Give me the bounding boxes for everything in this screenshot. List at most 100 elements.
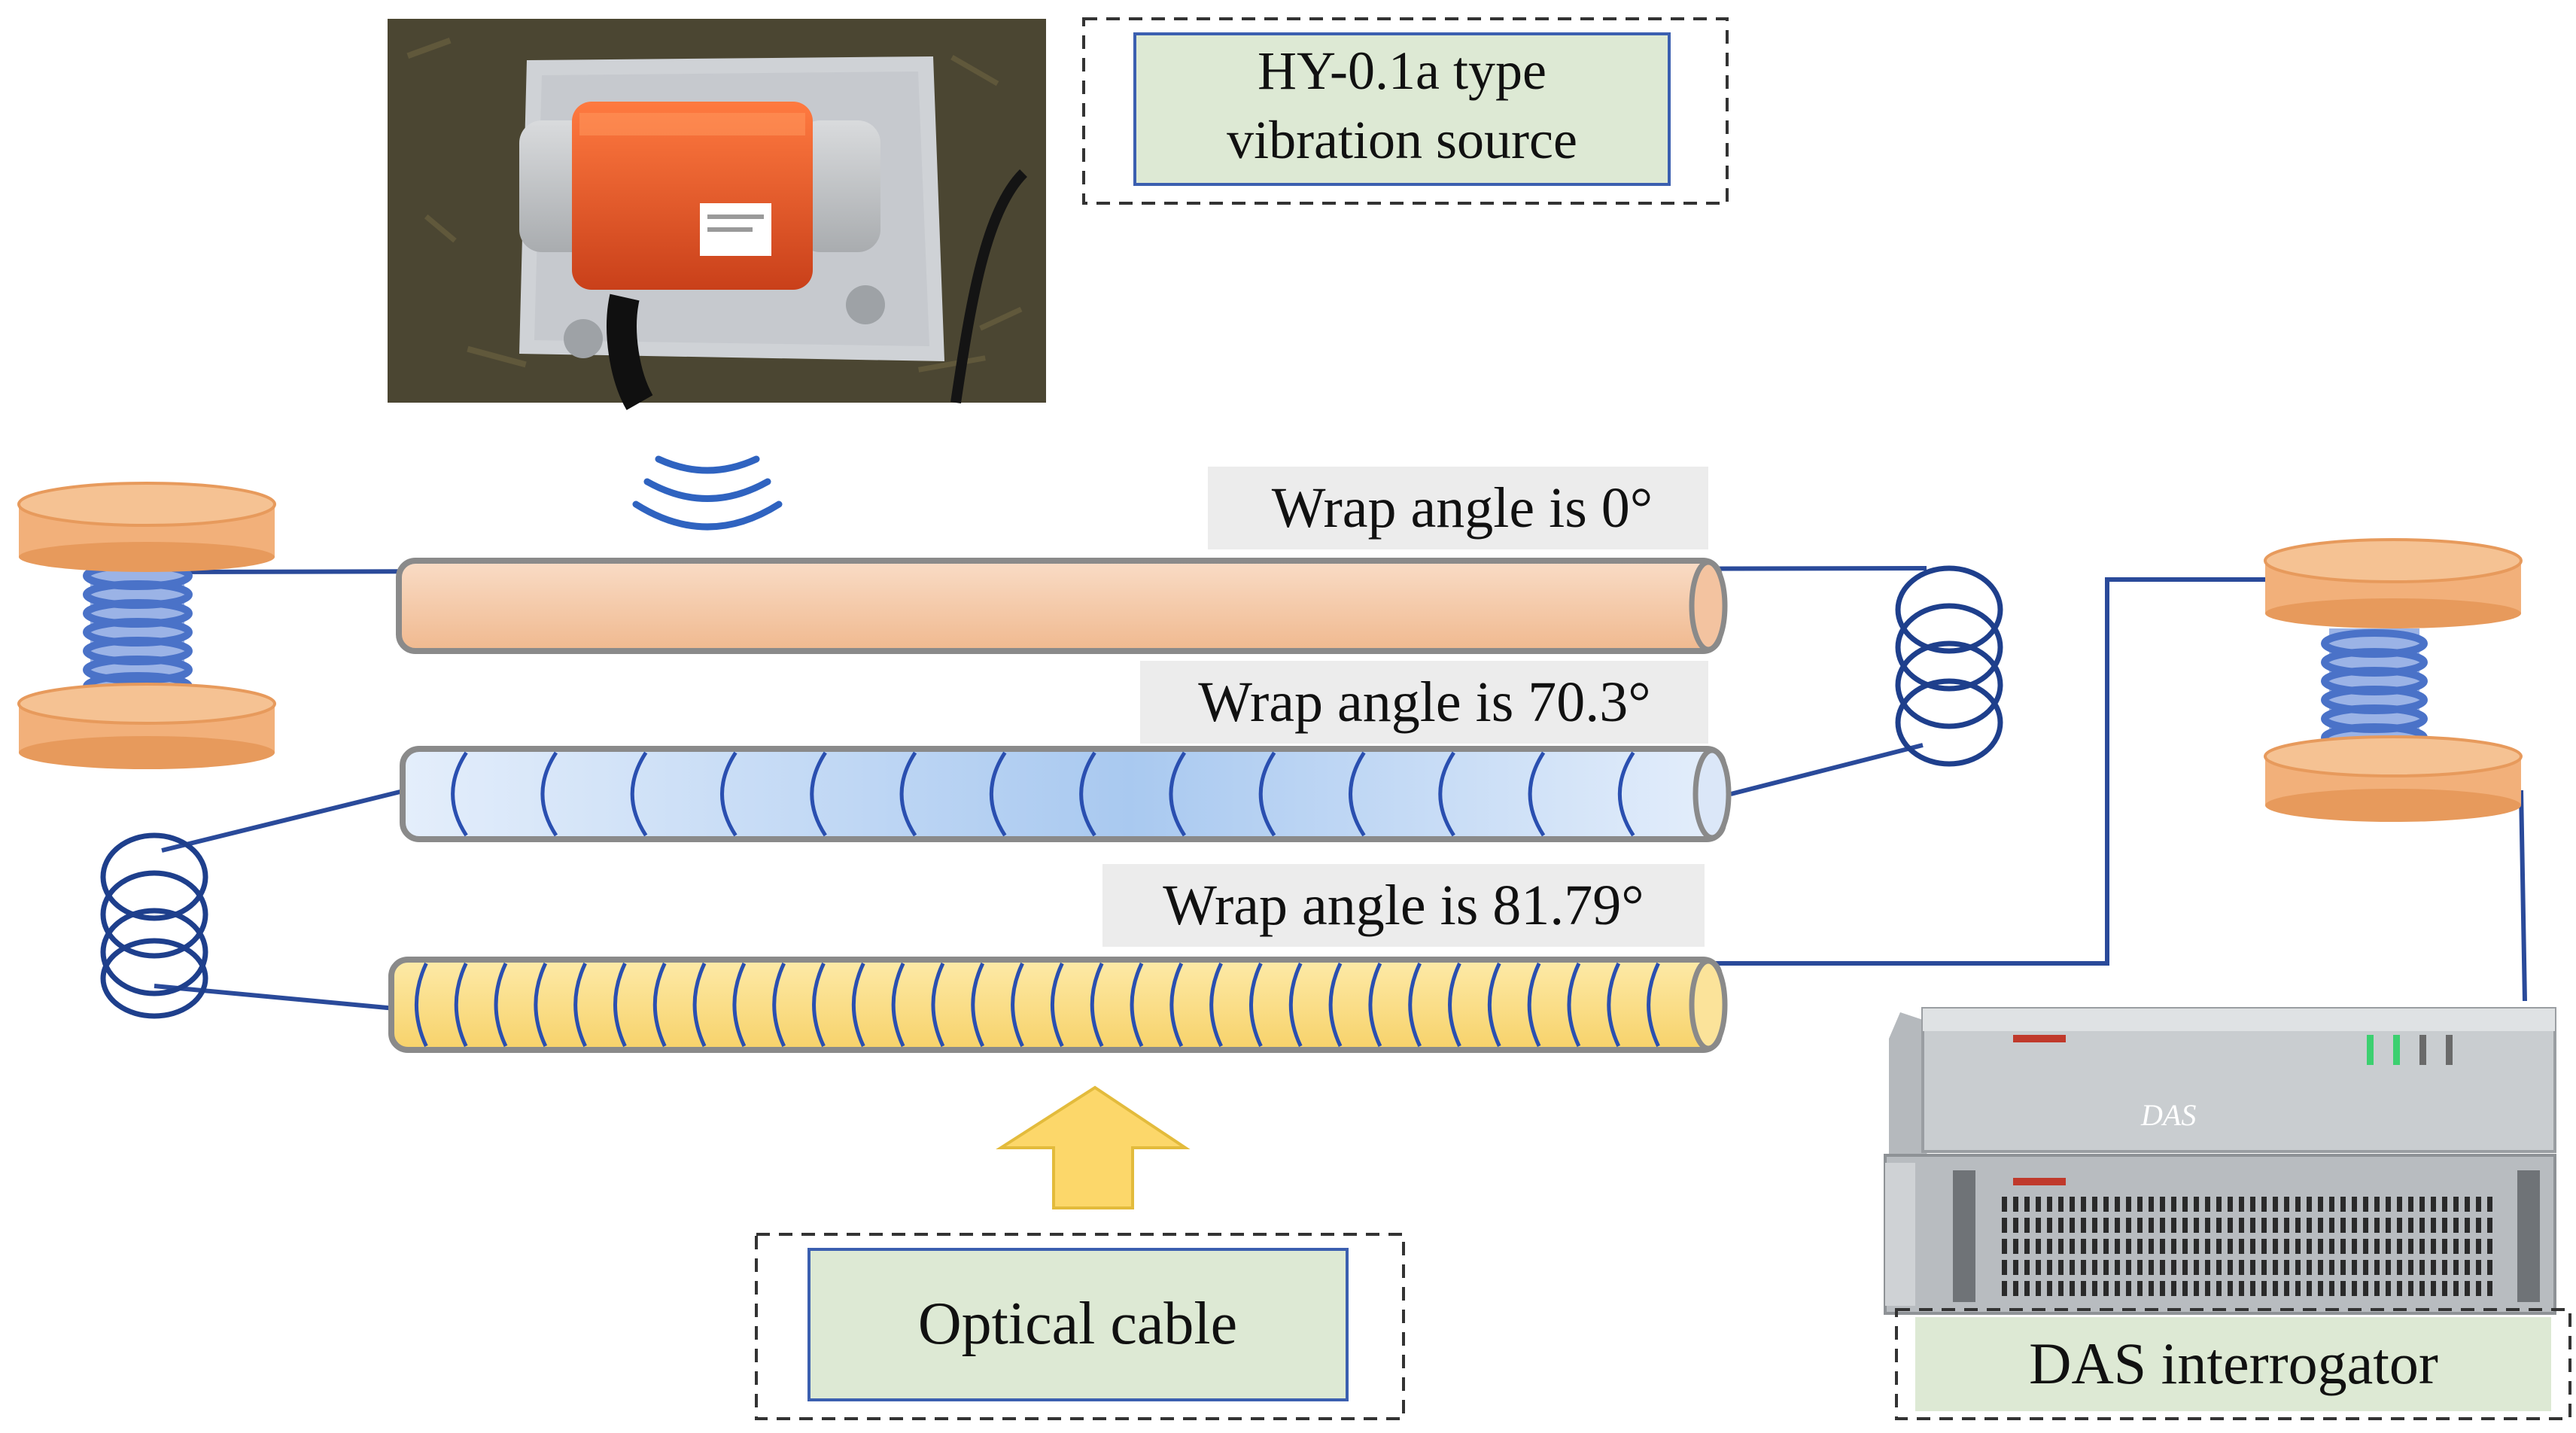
vent-slot <box>2058 1260 2064 1275</box>
vent-slot <box>2465 1281 2470 1296</box>
vent-slot <box>2137 1218 2143 1233</box>
vent-slot <box>2284 1239 2289 1254</box>
vent-slot <box>2194 1239 2199 1254</box>
vent-slot <box>2194 1260 2199 1275</box>
vent-slot <box>2329 1260 2334 1275</box>
vent-slot <box>2329 1239 2334 1254</box>
vibration-source-label: HY-0.1a type vibration source <box>1082 17 1729 205</box>
vent-slot <box>2103 1197 2109 1212</box>
vent-slot <box>2284 1218 2289 1233</box>
vent-slot <box>2318 1197 2323 1212</box>
vent-slot <box>2352 1197 2357 1212</box>
vent-slot <box>2487 1218 2492 1233</box>
das-interrogator-device: DAS <box>1884 1007 2556 1315</box>
vent-slot <box>2386 1239 2391 1254</box>
vent-slot <box>2092 1218 2097 1233</box>
vent-slot <box>2442 1260 2447 1275</box>
fiber-wrap-arc <box>971 962 985 1048</box>
vent-slot <box>2284 1260 2289 1275</box>
vent-slot <box>2002 1197 2007 1212</box>
vent-slot <box>2352 1239 2357 1254</box>
fiber-wrap-arc <box>1328 962 1343 1048</box>
vent-slot <box>2476 1218 2481 1233</box>
vent-slot <box>2205 1281 2210 1296</box>
vent-slot <box>2453 1239 2459 1254</box>
vent-slot <box>2352 1260 2357 1275</box>
vent-slot <box>2115 1218 2120 1233</box>
vent-slot <box>2024 1218 2030 1233</box>
vent-slot <box>2216 1218 2222 1233</box>
vent-slot <box>2374 1260 2380 1275</box>
up-arrow-shape <box>996 1085 1191 1209</box>
vent-slot <box>2216 1260 2222 1275</box>
vent-slot <box>2307 1260 2312 1275</box>
fiber-wrap-arc <box>1349 751 1366 837</box>
vent-slot <box>2386 1218 2391 1233</box>
vent-slot <box>2386 1197 2391 1212</box>
vent-slot <box>2273 1197 2278 1212</box>
tube-wrap-0 <box>396 558 1728 654</box>
vent-slot <box>2182 1239 2188 1254</box>
vent-slot <box>2442 1218 2447 1233</box>
fiber-wrap-arc <box>891 962 905 1048</box>
vent-slot <box>2216 1239 2222 1254</box>
vent-slot <box>2419 1218 2425 1233</box>
vent-slot <box>2465 1218 2470 1233</box>
vent-slot <box>2408 1218 2413 1233</box>
coil-loop-right <box>1895 565 2003 767</box>
vent-slot <box>2182 1197 2188 1212</box>
vent-slot <box>2363 1239 2368 1254</box>
fiber-wrap-arc <box>494 962 508 1048</box>
vent-slot <box>2081 1281 2086 1296</box>
source-label-line2: vibration source <box>1227 110 1577 170</box>
vent-slot <box>2453 1281 2459 1296</box>
vent-slot <box>2047 1239 2052 1254</box>
vent-slot <box>2013 1197 2018 1212</box>
vent-slot <box>2002 1218 2007 1233</box>
vent-slot <box>2307 1218 2312 1233</box>
vent-slot <box>2081 1197 2086 1212</box>
vent-slot <box>2340 1218 2346 1233</box>
fiber-wrap-arc <box>732 962 747 1048</box>
fiber-wrap-arc <box>1408 962 1422 1048</box>
vent-slot <box>2239 1281 2244 1296</box>
fiber-wrap-arc <box>1079 751 1096 837</box>
vent-slot <box>2250 1281 2255 1296</box>
vent-slot <box>2408 1281 2413 1296</box>
svg-text:DAS interrogator: DAS interrogator <box>2029 1331 2438 1396</box>
vent-slot <box>2228 1239 2233 1254</box>
vent-slot <box>2171 1197 2176 1212</box>
vent-slot <box>2070 1260 2075 1275</box>
vent-slot <box>2487 1197 2492 1212</box>
vent-slot <box>2363 1281 2368 1296</box>
vent-slot <box>2137 1197 2143 1212</box>
vent-slot <box>2070 1281 2075 1296</box>
vent-slot <box>2453 1260 2459 1275</box>
vent-slot <box>2002 1281 2007 1296</box>
vent-slot <box>2261 1197 2267 1212</box>
vent-slot <box>2261 1218 2267 1233</box>
fiber-wrap-arc <box>540 751 558 837</box>
vent-slot <box>2374 1239 2380 1254</box>
vent-slot <box>2329 1281 2334 1296</box>
vent-slot <box>2205 1239 2210 1254</box>
vent-slot <box>2318 1281 2323 1296</box>
fiber-wrap-arcs-81 <box>415 962 1660 1048</box>
vent-slot <box>2239 1218 2244 1233</box>
fiber-wrap-arc <box>899 751 917 837</box>
vent-slot <box>2160 1260 2165 1275</box>
fiber-wrap-arc <box>1448 962 1461 1048</box>
vent-slot <box>2228 1197 2233 1212</box>
vent-slot <box>2081 1260 2086 1275</box>
vent-slot <box>2171 1281 2176 1296</box>
fiber-wrap-arc <box>931 962 945 1048</box>
vent-slot <box>2374 1281 2380 1296</box>
vent-slot <box>2431 1239 2436 1254</box>
vent-slot <box>2115 1281 2120 1296</box>
vent-slot <box>2103 1239 2109 1254</box>
vent-slot <box>2295 1281 2301 1296</box>
vent-slot <box>2194 1281 2199 1296</box>
vent-slot <box>2239 1197 2244 1212</box>
vent-slot <box>2363 1197 2368 1212</box>
vent-slot <box>2487 1260 2492 1275</box>
